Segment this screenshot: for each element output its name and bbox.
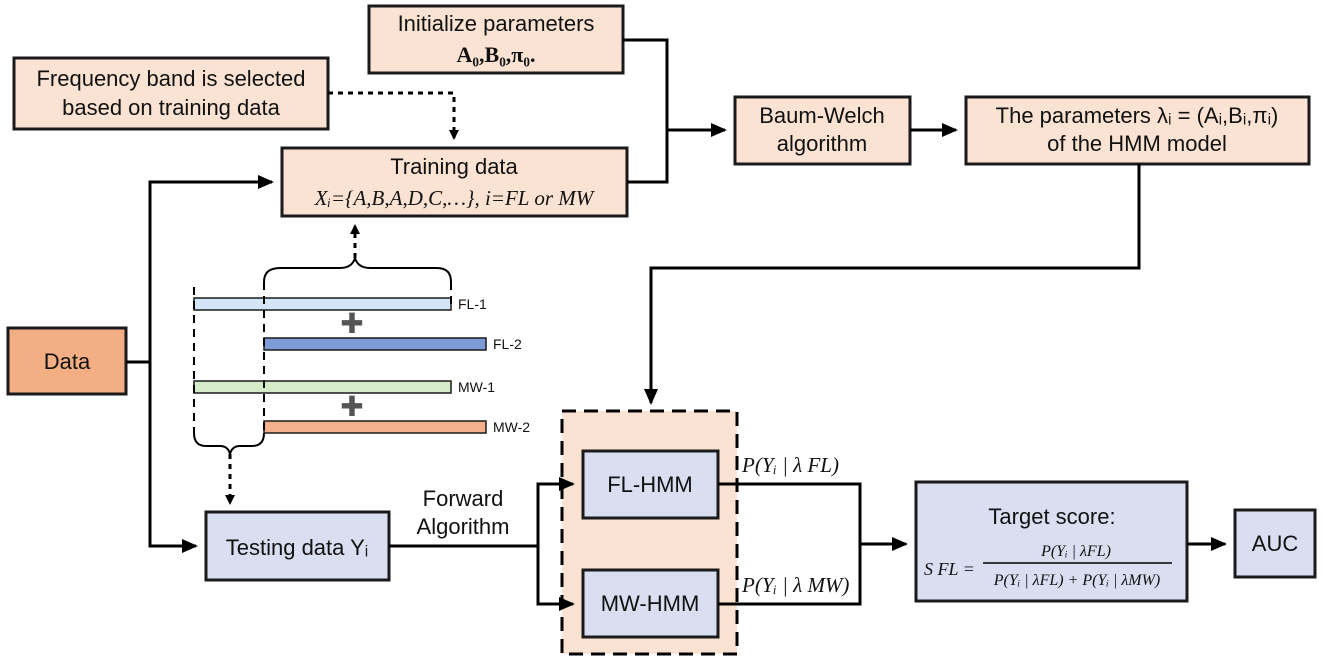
testing-label: Testing data Yᵢ	[226, 535, 368, 560]
prob-mw-label: P(Yᵢ | λ MW)	[741, 573, 849, 597]
fl-hmm-label: FL-HMM	[607, 472, 693, 497]
baum-welch-box: Baum-Welch algorithm	[733, 95, 912, 166]
training-data-box: Training data Xᵢ={A,B,A,D,C,…}, i=FL or …	[280, 146, 629, 218]
testing-data-box: Testing data Yᵢ	[204, 510, 391, 582]
target-numerator: P(Yᵢ | λFL)	[1040, 543, 1111, 560]
bar-fl-1	[193, 297, 452, 311]
bar-fl-2	[263, 337, 487, 351]
forward-line1: Forward	[423, 486, 504, 511]
auc-box: AUC	[1233, 508, 1317, 579]
plus-icon: ✚	[340, 390, 363, 423]
training-line1: Training data	[390, 154, 518, 179]
line-init-to-join	[623, 38, 669, 184]
training-line2: Xᵢ={A,B,A,D,C,…}, i=FL or MW	[314, 186, 596, 210]
mw-hmm-label: MW-HMM	[601, 591, 700, 616]
target-title: Target score:	[988, 504, 1115, 529]
params-line1: The parameters λᵢ = (Aᵢ,Bᵢ,πᵢ)	[996, 103, 1279, 128]
label-mw-1: MW-1	[458, 379, 495, 395]
frequency-line2: based on training data	[62, 95, 280, 120]
data-label: Data	[44, 349, 91, 374]
arrow-params-to-hmm	[644, 164, 1141, 405]
hmm-parameters-box: The parameters λᵢ = (Aᵢ,Bᵢ,πᵢ) of the HM…	[964, 95, 1311, 166]
data-box: Data	[6, 326, 128, 396]
mw-hmm-box: MW-HMM	[581, 568, 720, 639]
frequency-band-box: Frequency band is selected based on trai…	[12, 56, 330, 131]
target-lhs: S FL =	[924, 559, 975, 579]
target-denominator: P(Yᵢ | λFL) + P(Yᵢ | λMW)	[993, 572, 1161, 589]
label-mw-2: MW-2	[493, 419, 530, 435]
target-score-box: Target score: S FL = P(Yᵢ | λFL) P(Yᵢ | …	[914, 480, 1189, 603]
baum-line2: algorithm	[777, 131, 867, 156]
baum-line1: Baum-Welch	[759, 103, 885, 128]
prob-fl-label: P(Yᵢ | λ FL)	[741, 453, 839, 477]
auc-label: AUC	[1252, 531, 1299, 556]
frequency-line1: Frequency band is selected	[36, 66, 305, 91]
bar-mw-1	[193, 380, 452, 394]
bar-mw-2	[263, 420, 487, 434]
label-fl-1: FL-1	[458, 296, 487, 312]
initialize-parameters-box: Initialize parameters A₀,B₀,π₀.	[367, 4, 625, 75]
arrow-data-to-testing	[148, 362, 198, 553]
initialize-line2: A₀,B₀,π₀.	[457, 42, 536, 67]
arrow-to-mw-hmm	[536, 546, 575, 611]
params-line2: of the HMM model	[1047, 131, 1227, 156]
label-fl-2: FL-2	[493, 336, 522, 352]
fl-hmm-box: FL-HMM	[581, 449, 720, 520]
initialize-line1: Initialize parameters	[398, 11, 595, 36]
arrow-to-fl-hmm	[536, 477, 575, 546]
arrow-data-to-training	[148, 175, 274, 362]
arrow-frequency-to-training	[328, 91, 459, 140]
forward-line2: Algorithm	[417, 514, 510, 539]
plus-icon: ✚	[340, 307, 363, 340]
